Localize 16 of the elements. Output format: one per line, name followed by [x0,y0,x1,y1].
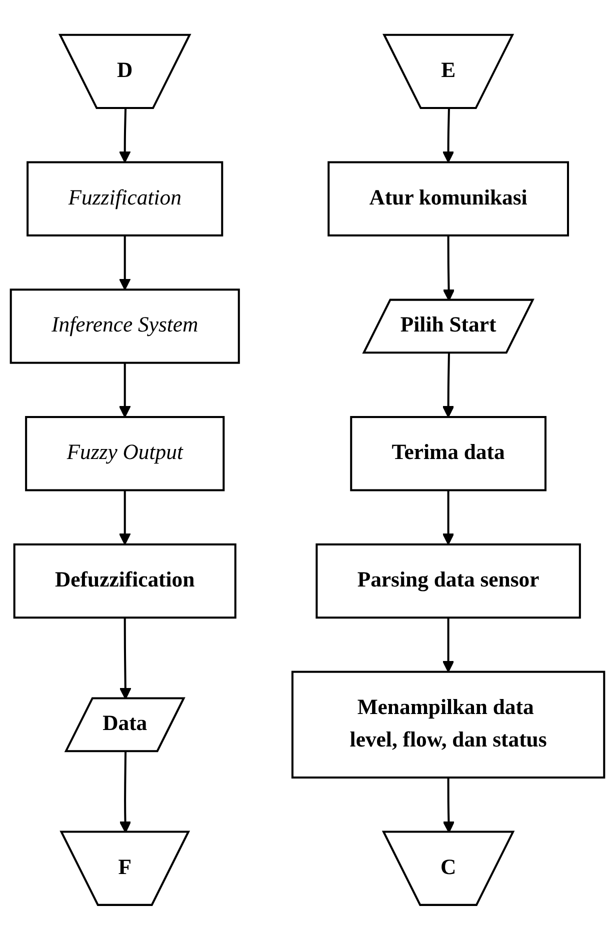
arrow [118,108,131,162]
arrow [118,362,131,418]
arrow [442,617,454,672]
arrow [442,352,454,418]
node-box: Fuzzy Output [25,416,225,491]
node-box: Defuzzification [13,543,236,618]
node-box: Terima data [350,416,546,491]
arrow [442,490,454,545]
node-box: Atur komunikasi [328,160,570,236]
node-box: Parsing data sensor [316,543,581,618]
node-box: Fuzzification [26,160,224,236]
node-box: Inference System [10,288,240,364]
arrow [442,108,454,162]
arrow [118,490,131,545]
arrow [118,235,131,290]
node-box: Menampilkan data level, flow, dan status [291,670,606,778]
